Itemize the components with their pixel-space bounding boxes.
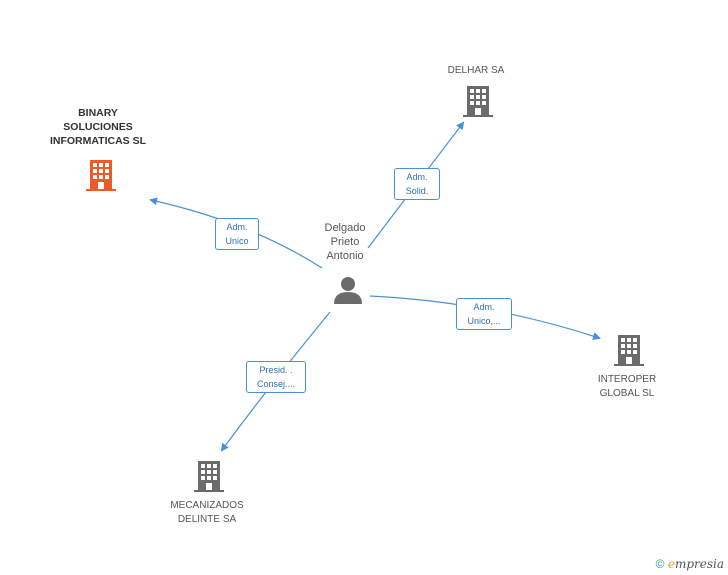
building-icon-delhar[interactable]	[461, 84, 495, 118]
role-text: Presid. .	[259, 365, 293, 375]
role-text: Adm.	[226, 222, 248, 232]
company-label-interoper[interactable]: INTEROPER GLOBAL SL	[597, 374, 657, 399]
copyright-icon: ©	[655, 557, 665, 571]
company-label-mecanizados[interactable]: MECANIZADOS DELINTE SA	[170, 500, 244, 525]
role-text: Solid.	[405, 186, 429, 196]
person-name-line: Prieto	[330, 236, 360, 248]
empresia-logo-e: e	[667, 557, 675, 571]
footer-brand[interactable]: © empresia	[656, 557, 724, 571]
person-icon[interactable]	[333, 275, 363, 305]
company-label-binary[interactable]: BINARY SOLUCIONES INFORMATICAS SL	[49, 107, 147, 147]
role-badge-interoper[interactable]: Adm. Unico,...	[456, 298, 512, 330]
building-icon-mecanizados[interactable]	[192, 459, 226, 493]
building-icon-interoper[interactable]	[612, 333, 646, 367]
person-name[interactable]: Delgado Prieto Antonio	[305, 221, 385, 263]
role-badge-delhar[interactable]: Adm. Solid.	[394, 168, 440, 200]
role-text: Consej....	[256, 379, 296, 389]
empresia-logo-rest: mpresia	[674, 557, 724, 571]
company-label-delhar[interactable]: DELHAR SA	[447, 65, 505, 76]
role-text: Unico	[225, 236, 249, 246]
building-icon-binary[interactable]	[84, 158, 118, 192]
role-badge-binary[interactable]: Adm. Unico	[215, 218, 259, 250]
empresia-logo: empresia	[668, 557, 724, 571]
role-text: Adm.	[406, 172, 428, 182]
role-text: Adm.	[473, 302, 495, 312]
person-name-line: Delgado	[324, 222, 366, 234]
person-name-line: Antonio	[326, 250, 364, 262]
role-badge-mecanizados[interactable]: Presid. . Consej....	[246, 361, 306, 393]
role-text: Unico,...	[467, 316, 501, 326]
